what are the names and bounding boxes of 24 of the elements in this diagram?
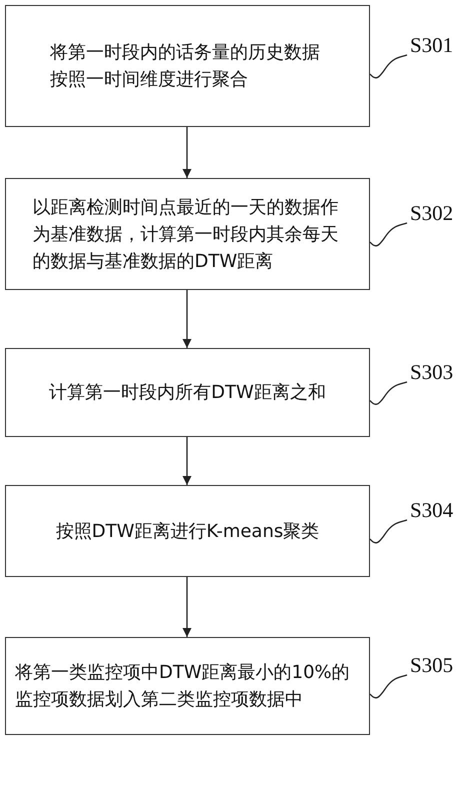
step-text: 将第一时段内的话务量的历史数据按照一时间维度进行聚合 [50,41,321,92]
leader-line [370,674,408,698]
step-text: 按照DTW距离进行K-means聚类 [56,520,320,544]
step-text: 将第一类监控项中DTW距离最小的10%的监控项数据划入第二类监控项数据中 [15,661,351,712]
process-box [5,5,370,127]
step-label: S305 [410,653,454,678]
arrow [182,577,192,637]
step-text: 以距离检测时间点最近的一天的数据作为基准数据，计算第一时段内其余每天的数据与基准数据的DTW距离 [32,196,340,274]
step-label: S304 [410,498,454,523]
process-box [5,485,370,577]
leader-line [370,54,408,78]
arrow [182,127,192,178]
arrow [182,290,192,348]
leader-line [370,222,408,246]
step-label: S301 [410,33,454,58]
process-box [5,348,370,437]
process-box [5,637,370,735]
leader-line [370,381,408,405]
arrow [182,437,192,485]
process-box [5,178,370,290]
step-text: 计算第一时段内所有DTW距离之和 [49,381,326,405]
step-label: S302 [410,201,454,226]
step-label: S303 [410,360,454,385]
leader-line [370,519,408,544]
